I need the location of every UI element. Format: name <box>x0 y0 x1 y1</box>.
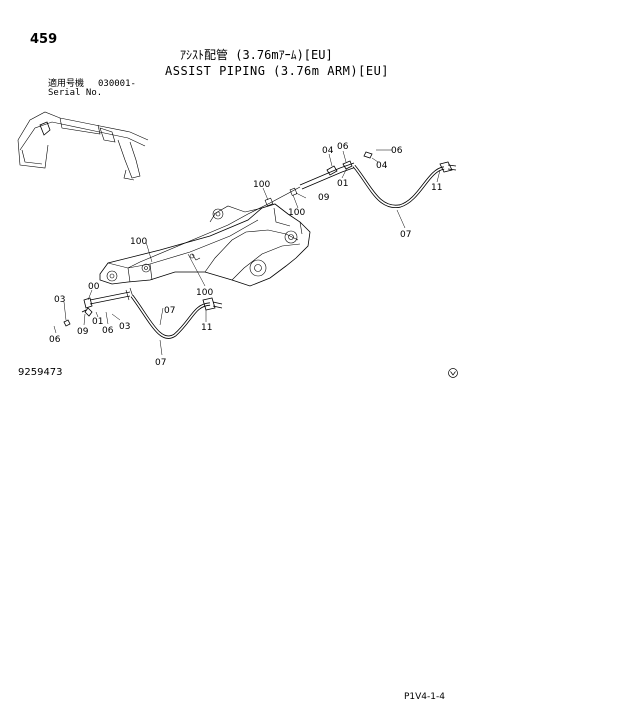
callout-100-a: 100 <box>253 180 270 190</box>
left-hose <box>130 295 223 339</box>
callout-09-left: 09 <box>77 327 89 337</box>
callout-04-upper: 04 <box>322 146 334 156</box>
figure-number: 9259473 <box>18 367 63 378</box>
callout-07-left-b: 07 <box>155 358 166 368</box>
callout-06-left-b: 06 <box>102 326 114 336</box>
callout-03-left-b: 03 <box>119 322 130 332</box>
arm-body <box>99 203 311 287</box>
footer-code: P1V4-1-4 <box>404 692 445 702</box>
callout-labels: 04 06 01 06 04 11 07 100 09 100 100 100 … <box>49 142 442 368</box>
page-number: 459 <box>30 32 58 47</box>
callout-00-left: 00 <box>88 282 100 292</box>
callout-100-d: 100 <box>196 288 213 298</box>
callout-07-right: 07 <box>400 230 411 240</box>
callout-06-right: 06 <box>391 146 403 156</box>
callout-03-left: 03 <box>54 295 65 305</box>
title-japanese: ｱｼｽﾄ配管 (3.76mｱｰﾑ)[EU] <box>180 48 333 62</box>
callout-09-upper: 09 <box>318 193 330 203</box>
callout-100-b: 100 <box>288 208 305 218</box>
locator-sketch <box>17 111 149 181</box>
serial-label-english: Serial No. <box>48 88 103 98</box>
callout-06-left: 06 <box>49 335 61 345</box>
callout-07-left: 07 <box>164 306 175 316</box>
callout-01-upper: 01 <box>337 179 348 189</box>
serial-label-japanese: 適用号機 <box>48 79 85 89</box>
serial-number-value: 030001- <box>98 79 136 89</box>
callout-100-c: 100 <box>130 237 147 247</box>
right-hose <box>352 151 457 208</box>
callout-01-left: 01 <box>92 317 103 327</box>
upper-pipe <box>127 160 357 269</box>
callout-11-right: 11 <box>431 183 442 193</box>
callout-06-upper: 06 <box>337 142 349 152</box>
leader-lines <box>53 149 441 356</box>
lower-pipe <box>63 287 135 327</box>
callout-11-left: 11 <box>201 323 212 333</box>
title-english: ASSIST PIPING (3.76m ARM)[EU] <box>165 64 390 78</box>
callout-04-right: 04 <box>376 161 388 171</box>
circled-mark-icon <box>448 368 458 378</box>
